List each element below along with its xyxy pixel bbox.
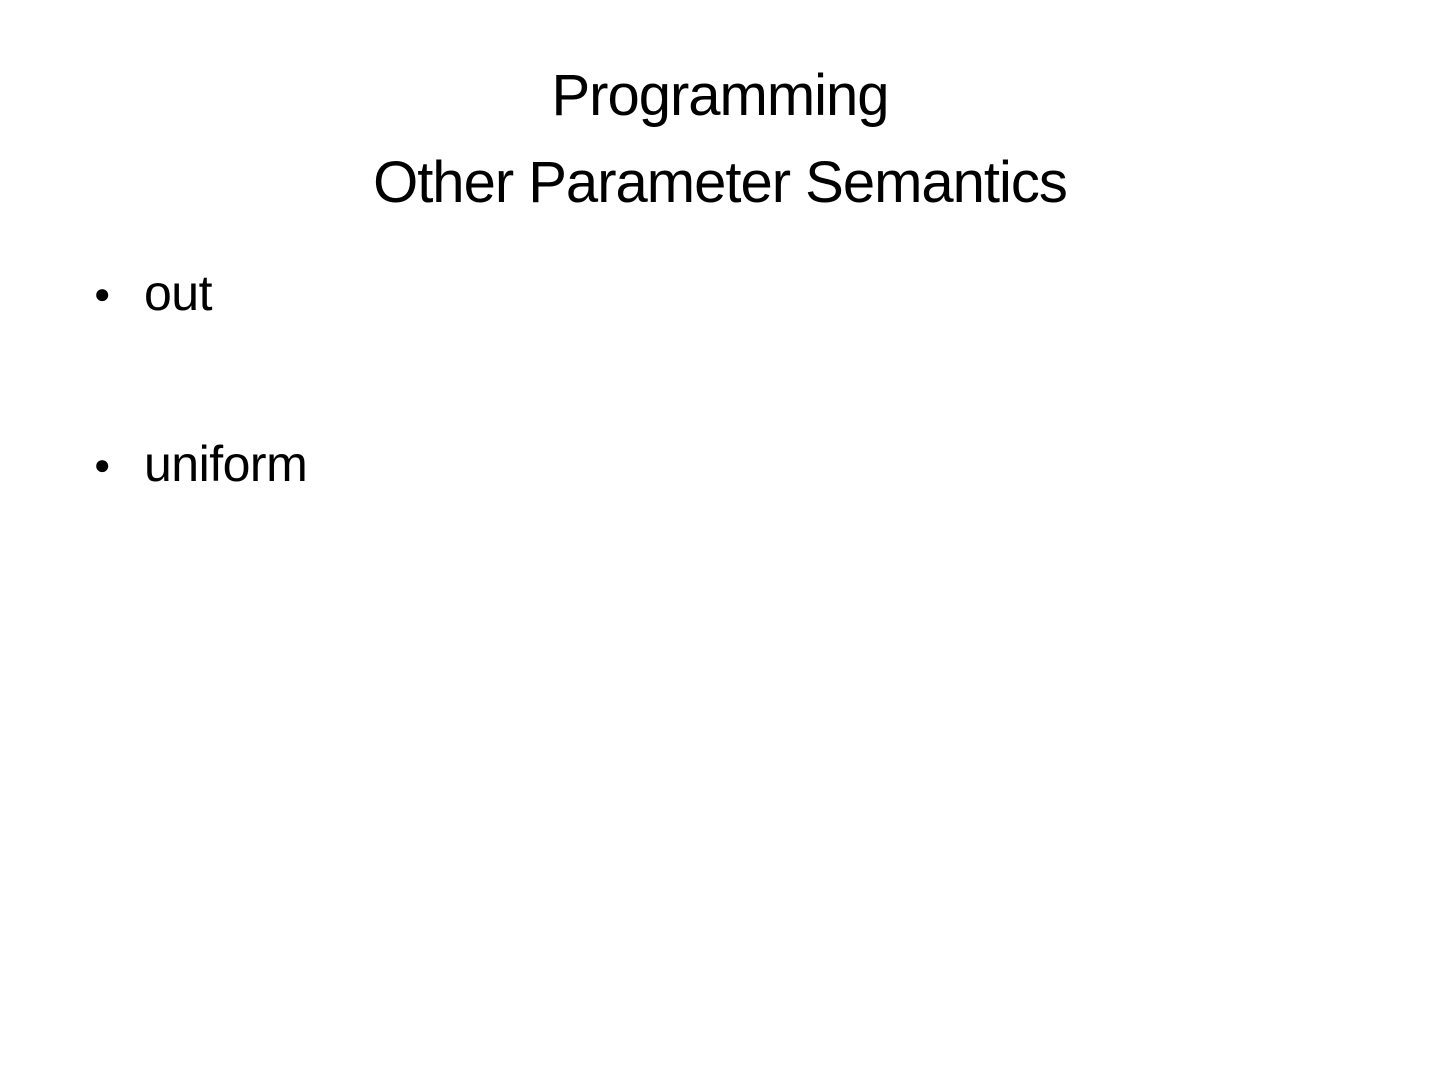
list-item: ● uniform: [88, 433, 308, 496]
bullet-list: ● out ● uniform: [88, 262, 308, 603]
bullet-label: out: [144, 265, 213, 321]
slide-title: Programming Other Parameter Semantics: [0, 52, 1440, 226]
slide-title-line-2: Other Parameter Semantics: [373, 150, 1068, 215]
list-item: ● out: [88, 262, 307, 325]
bullet-icon: ●: [93, 278, 111, 310]
slide-title-line-1: Programming: [551, 63, 889, 128]
bullet-icon: ●: [93, 448, 111, 480]
bullet-label: uniform: [144, 435, 308, 492]
